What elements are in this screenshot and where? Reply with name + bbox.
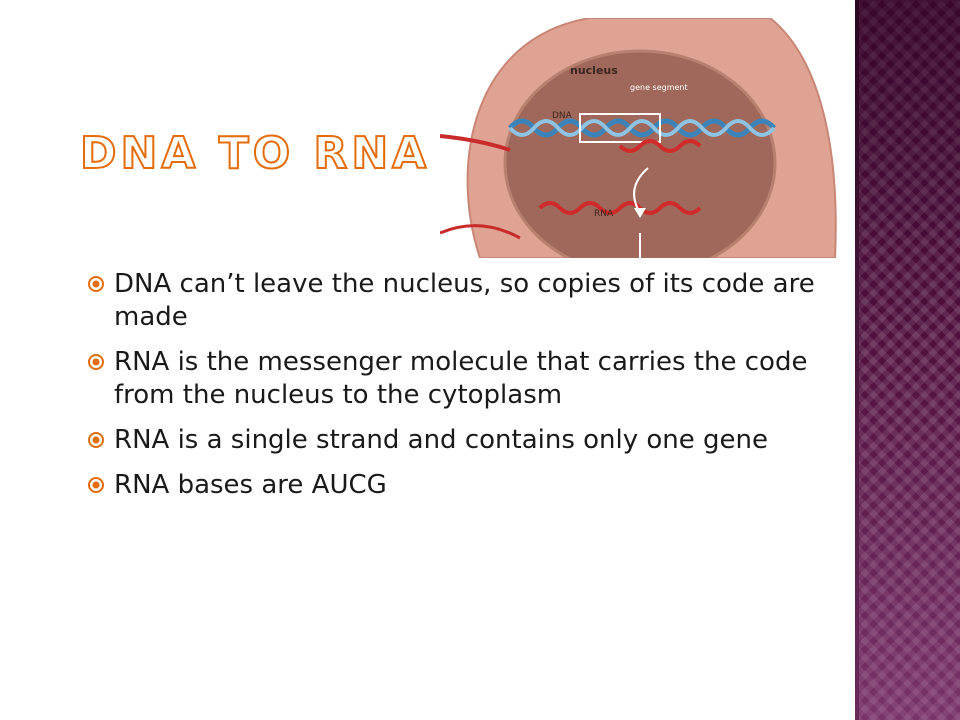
dna-strand-b: [508, 119, 776, 137]
bullet-item: RNA is a single strand and contains only…: [88, 424, 828, 457]
dna-strand-a: [508, 118, 776, 138]
incoming-arrow-top: [440, 134, 511, 152]
rna-strand-upper: [618, 139, 702, 153]
rna-label: RNA: [594, 209, 614, 219]
gene-segment-bracket: [579, 113, 661, 143]
decorative-side-band: [855, 0, 960, 720]
bullet-item: RNA is the messenger molecule that carri…: [88, 346, 828, 412]
rna-strand-lower: [538, 201, 702, 215]
bullet-text: RNA is a single strand and contains only…: [114, 425, 769, 455]
gene-segment-label: gene segment: [630, 83, 688, 92]
bullet-list: DNA can’t leave the nucleus, so copies o…: [88, 268, 828, 514]
slide-title: DNA to RNA: [79, 127, 431, 180]
bullet-text: DNA can’t leave the nucleus, so copies o…: [114, 269, 815, 332]
bullet-text: RNA is the messenger molecule that carri…: [114, 347, 808, 410]
dna-label: DNA: [552, 111, 573, 121]
bullet-item: RNA bases are AUCG: [88, 469, 828, 502]
bullet-text: RNA bases are AUCG: [114, 470, 387, 500]
target-bullet-icon: [88, 354, 104, 370]
nucleus-label: nucleus: [570, 64, 618, 77]
nucleus-shape: [503, 49, 777, 258]
target-bullet-icon: [88, 432, 104, 448]
bullet-item: DNA can’t leave the nucleus, so copies o…: [88, 268, 828, 334]
side-band-edge: [855, 0, 859, 720]
incoming-arrow-bottom: [440, 224, 521, 240]
transcription-arrowhead: [634, 208, 646, 218]
target-bullet-icon: [88, 477, 104, 493]
dna-rna-diagram: nucleus gene segment DNA RNA: [440, 18, 837, 258]
target-bullet-icon: [88, 276, 104, 292]
